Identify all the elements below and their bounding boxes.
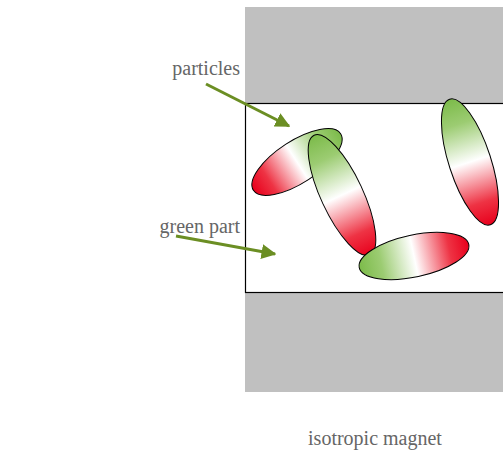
particle [355, 224, 473, 288]
part-label: particles [172, 57, 240, 79]
particle [295, 126, 389, 263]
leader-arrow [176, 236, 275, 254]
part-label: green part [159, 215, 240, 237]
leader-arrow [206, 84, 289, 126]
part-label: isotropic magnet [308, 427, 442, 449]
particle [430, 93, 503, 232]
